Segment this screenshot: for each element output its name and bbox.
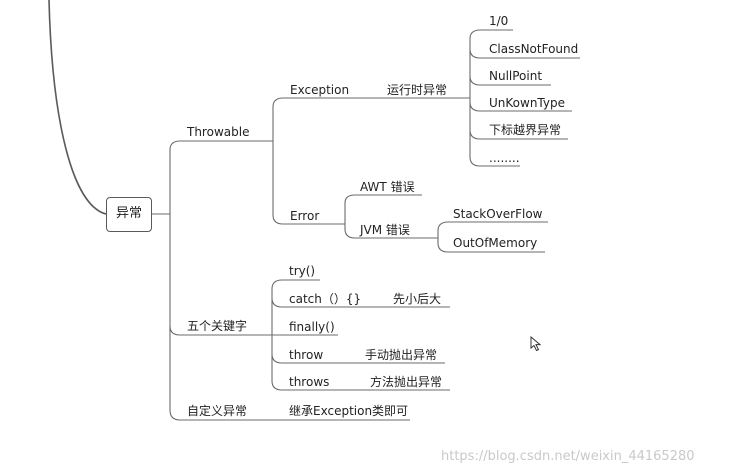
keyword-catch[interactable]: catch（）{} — [289, 292, 362, 306]
keywords-node[interactable]: 五个关键字 — [187, 319, 248, 333]
keyword-throws[interactable]: throws — [289, 375, 330, 389]
throws-note[interactable]: 方法抛出异常 — [370, 375, 443, 389]
catch-note[interactable]: 先小后大 — [393, 292, 442, 306]
root-node[interactable]: 异常 — [106, 197, 152, 232]
awt-error-node[interactable]: AWT 错误 — [360, 180, 415, 194]
runtime-item-null-point[interactable]: NullPoint — [489, 69, 543, 83]
keyword-notes-connectors — [332, 306, 450, 391]
jvm-items-spine — [435, 221, 548, 253]
watermark-text: https://blog.csdn.net/weixin_44165280 — [441, 449, 695, 464]
keyword-throw[interactable]: throw — [289, 348, 324, 362]
runtime-item-index-out-of-bounds[interactable]: 下标越界异常 — [489, 123, 562, 137]
runtime-exception-node[interactable]: 运行时异常 — [387, 83, 448, 97]
keyword-finally[interactable]: finally() — [289, 320, 335, 334]
custom-exception-note[interactable]: 继承Exception类即可 — [289, 404, 409, 418]
keywords-spine — [271, 279, 360, 391]
throw-note[interactable]: 手动抛出异常 — [365, 348, 438, 362]
throwable-node[interactable]: Throwable — [187, 125, 250, 139]
exception-node[interactable]: Exception — [290, 83, 350, 97]
error-node[interactable]: Error — [290, 209, 320, 223]
runtime-item-class-not-found[interactable]: ClassNotFound — [489, 42, 579, 56]
runtime-item-unknown-type[interactable]: UnKownType — [489, 96, 565, 110]
keyword-try[interactable]: try() — [289, 264, 316, 278]
runtime-items-spine — [455, 29, 580, 167]
main-spine — [169, 150, 181, 421]
custom-exception-node[interactable]: 自定义异常 — [187, 404, 248, 418]
error-spine — [344, 194, 435, 239]
throwable-connector — [169, 140, 268, 151]
jvm-item-stack-overflow[interactable]: StackOverFlow — [453, 207, 543, 221]
runtime-item-divide-by-zero[interactable]: 1/0 — [489, 14, 509, 28]
mouse-pointer-icon — [530, 336, 542, 352]
parent-connector — [48, 0, 107, 215]
keywords-connector — [169, 325, 272, 336]
jvm-error-node[interactable]: JVM 错误 — [360, 223, 410, 237]
throwable-spine — [268, 97, 350, 225]
jvm-item-out-of-memory[interactable]: OutOfMemory — [453, 236, 538, 250]
runtime-item-ellipsis[interactable]: ........ — [489, 151, 520, 165]
